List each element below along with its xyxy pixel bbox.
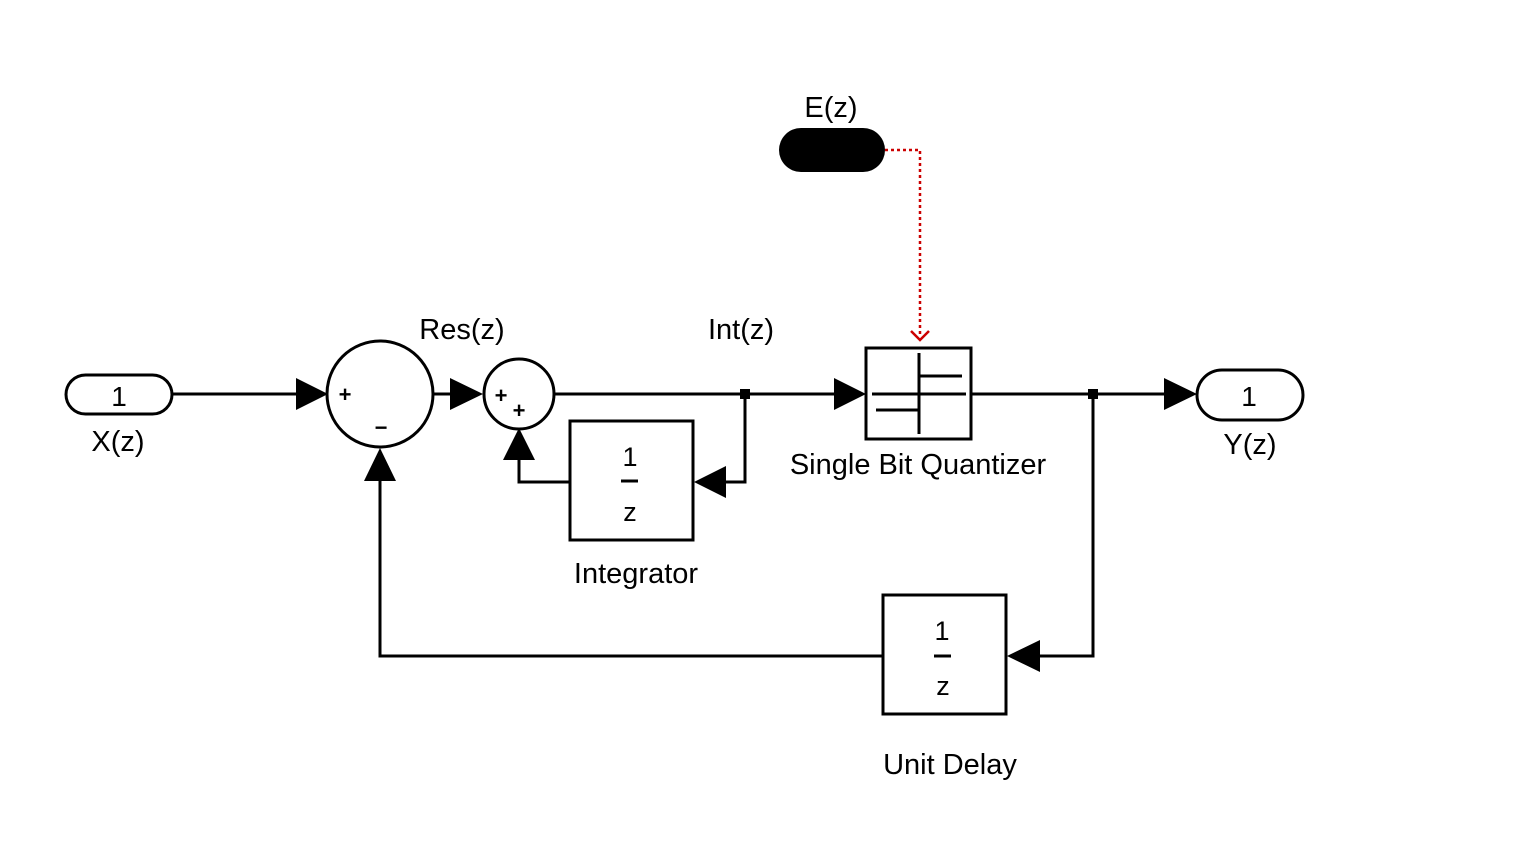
- wire-delay-to-sum1[interactable]: [378, 480, 883, 658]
- arrowhead-outport: [1164, 378, 1197, 410]
- noise-source-label: E(z): [804, 92, 857, 124]
- noise-arrowhead: [910, 330, 930, 342]
- outport-label: Y(z): [1223, 429, 1276, 461]
- sum1-minus-sign: −: [375, 415, 388, 440]
- unit-delay-label: Unit Delay: [883, 749, 1017, 781]
- sum-block-subtract[interactable]: [325, 339, 435, 449]
- inport-label: X(z): [91, 426, 144, 458]
- signal-label-res: Res(z): [419, 314, 504, 346]
- wire-output-branch-down[interactable]: [1040, 394, 1095, 658]
- sum1-plus-sign: +: [339, 382, 352, 407]
- arrowhead-sum1-input: [296, 378, 328, 410]
- integrator-label: Integrator: [574, 558, 698, 590]
- sum2-plus-sign-left: +: [495, 383, 508, 408]
- inport-number: 1: [111, 381, 127, 412]
- wire-int-branch-down[interactable]: [726, 394, 747, 484]
- wire-integrator-to-sum2[interactable]: [517, 460, 569, 484]
- arrowhead-sum2-input: [450, 378, 483, 410]
- arrowhead-integrator-input: [694, 466, 726, 498]
- inport-block[interactable]: [64, 373, 174, 416]
- quantizer-staircase-icon: [872, 353, 966, 434]
- integrator-numerator: 1: [622, 442, 637, 472]
- arrowhead-sum1-feedback: [364, 448, 396, 481]
- unit-delay-denominator: z: [936, 671, 950, 701]
- quantizer-label: Single Bit Quantizer: [790, 449, 1047, 481]
- arrowhead-sum2-feedback: [503, 428, 535, 460]
- arrowhead-unit-delay-input: [1007, 640, 1040, 672]
- sum2-plus-sign-bottom: +: [513, 398, 526, 423]
- arrowhead-quantizer-input: [834, 378, 866, 410]
- noise-source-block[interactable]: [779, 128, 885, 172]
- integrator-denominator: z: [623, 497, 637, 527]
- unit-delay-numerator: 1: [934, 616, 949, 646]
- wire-noise-injection[interactable]: [885, 148, 922, 334]
- signal-label-int: Int(z): [708, 314, 774, 346]
- outport-number: 1: [1241, 381, 1257, 412]
- outport-block[interactable]: [1195, 368, 1305, 422]
- sum-block-integrator[interactable]: [482, 357, 556, 431]
